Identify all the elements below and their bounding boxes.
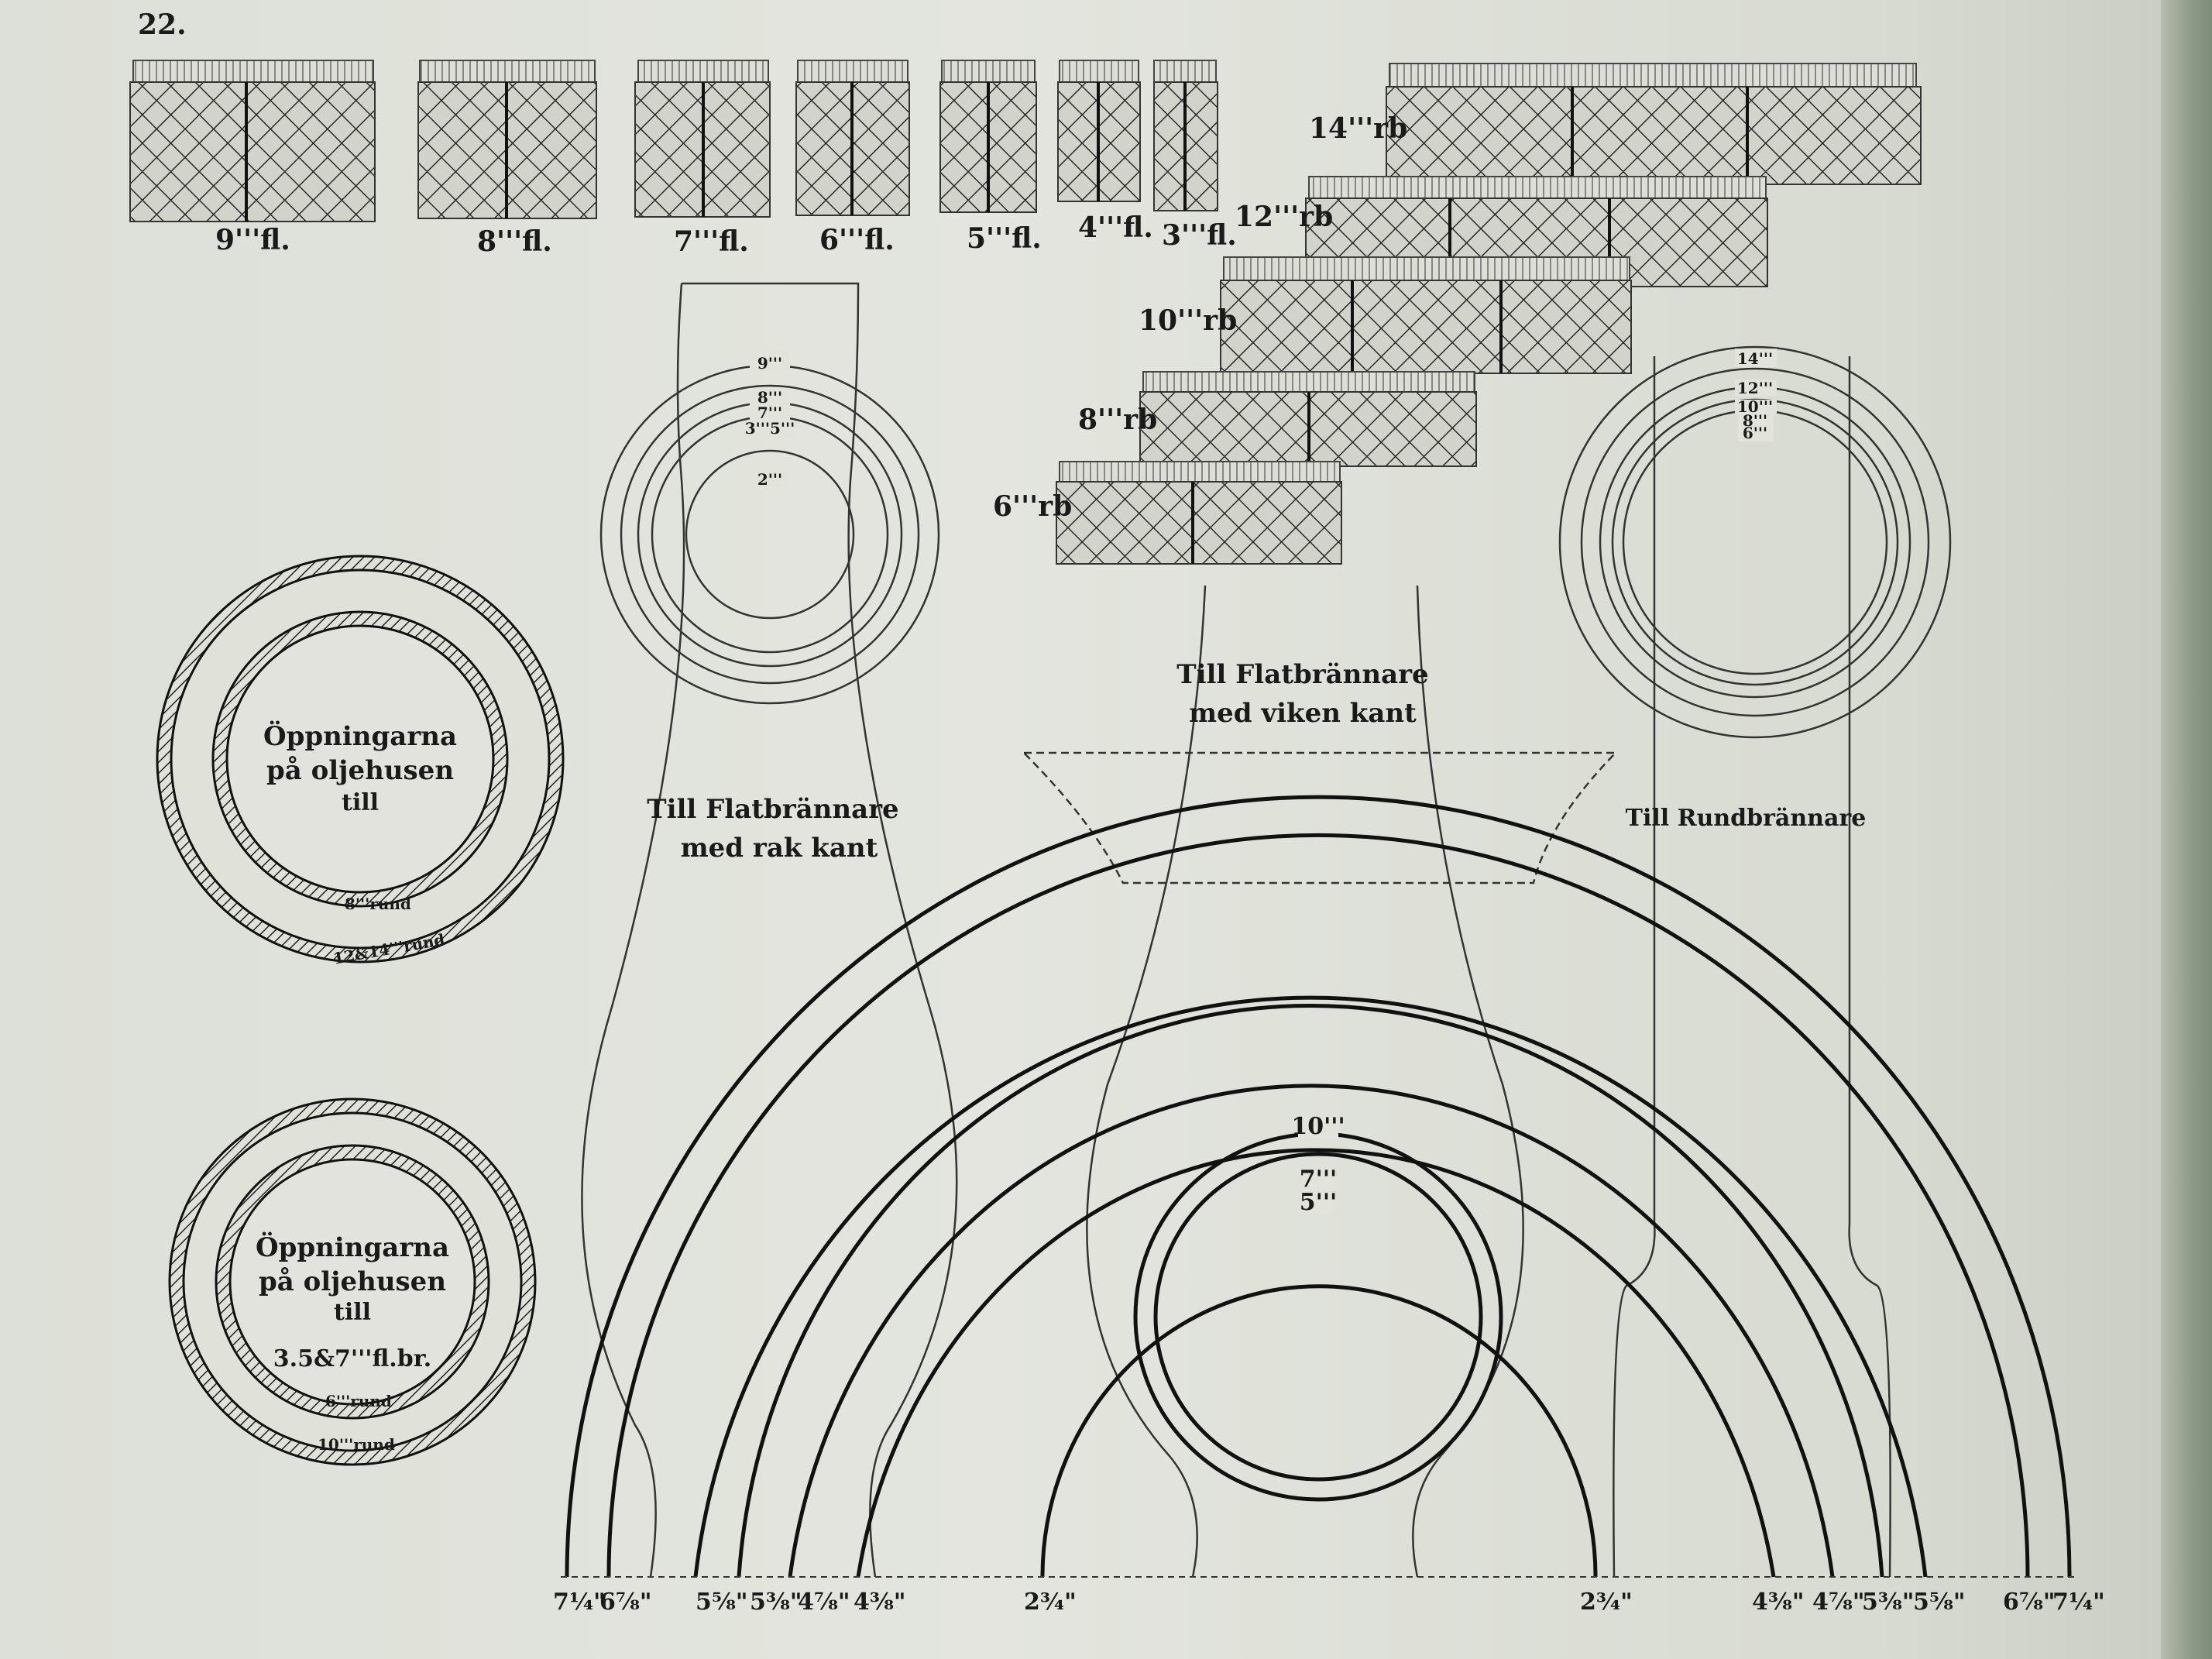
measure-1: 7¼" bbox=[553, 1589, 606, 1616]
gauge-bottom-inner-label: 6'''rund bbox=[325, 1392, 392, 1410]
rund-caption: Till Rundbrännare bbox=[1626, 805, 1867, 832]
flat-wick-8-label: 8'''fl. bbox=[477, 225, 552, 258]
round-wick-6: 6'''rb bbox=[993, 461, 1342, 565]
flat-wick-4: 4'''fl. bbox=[1057, 60, 1153, 244]
round-wick-12-label: 12'''rb bbox=[1235, 201, 1333, 233]
flat-wick-7-label: 7'''fl. bbox=[674, 225, 749, 258]
measure-12: 5⅝" bbox=[1913, 1589, 1966, 1616]
rund-size-8: 8''' bbox=[1743, 411, 1767, 430]
flat-wick-5: 5'''fl. bbox=[939, 60, 1042, 255]
flat-wick-7: 7'''fl. bbox=[634, 60, 771, 258]
round-wick-6-label: 6'''rb bbox=[993, 490, 1072, 523]
measure-8: 2¾" bbox=[1580, 1589, 1633, 1616]
round-wick-10: 10'''rb bbox=[1139, 256, 1632, 374]
chimney-rundbrannare bbox=[1558, 345, 1952, 1578]
gauge-top-inner-label: 8'''rund bbox=[345, 895, 411, 913]
round-wick-8: 8'''rb bbox=[1078, 371, 1477, 467]
flat-wick-9: 9'''fl. bbox=[129, 60, 376, 256]
rund-size-14: 14''' bbox=[1737, 349, 1773, 368]
flat-wick-5-label: 5'''fl. bbox=[967, 222, 1042, 255]
rak-size-2: 2''' bbox=[757, 470, 782, 489]
flat-wick-6: 6'''fl. bbox=[795, 60, 910, 256]
rak-size-8: 8''' bbox=[757, 388, 782, 407]
measure-3: 5⅝" bbox=[696, 1589, 748, 1616]
round-wick-10-label: 10'''rb bbox=[1139, 304, 1237, 337]
measure-4: 5⅜" bbox=[750, 1589, 802, 1616]
rund-size-10: 10''' bbox=[1737, 397, 1773, 416]
rund-size-12: 12''' bbox=[1737, 379, 1773, 397]
gauge-bottom-line3: till bbox=[334, 1299, 371, 1326]
gauge-top-line1: Öppningarna bbox=[263, 720, 457, 752]
flat-wick-4-label: 4'''fl. bbox=[1078, 211, 1153, 244]
measure-14: 7¼" bbox=[2052, 1589, 2105, 1616]
arc-size-5: 5''' bbox=[1300, 1189, 1337, 1216]
round-wick-14-label: 14'''rb bbox=[1309, 112, 1407, 145]
gauge-bottom-line1: Öppningarna bbox=[256, 1231, 449, 1263]
gauge-bottom-line2: på oljehusen bbox=[259, 1266, 446, 1297]
arc-size-labels: 10''' 7''' 5''' bbox=[1291, 1113, 1345, 1216]
gauge-top-line3: till bbox=[342, 789, 379, 816]
rak-caption-2: med rak kant bbox=[681, 833, 878, 864]
chimney-viken-caption: Till Flatbrännare med viken kant bbox=[1176, 659, 1428, 729]
measure-5: 4⅞" bbox=[798, 1589, 850, 1616]
measure-13: 6⅞" bbox=[2003, 1589, 2056, 1616]
gauge-bottom: Öppningarna på oljehusen till 3.5&7'''fl… bbox=[168, 1097, 537, 1466]
page-number: 22. bbox=[138, 9, 187, 41]
flat-wick-3: 3'''fl. bbox=[1153, 60, 1237, 252]
flat-wick-8: 8'''fl. bbox=[417, 60, 597, 258]
chimney-viken-kant bbox=[1021, 585, 1618, 1578]
viken-caption-2: med viken kant bbox=[1189, 698, 1417, 729]
measure-7: 2¾" bbox=[1024, 1589, 1077, 1616]
chimney-rak-kant bbox=[581, 282, 958, 1578]
flat-wick-9-label: 9'''fl. bbox=[215, 224, 290, 256]
book-spine bbox=[2161, 0, 2212, 1659]
gauge-bottom-outer-label: 10'''rund bbox=[318, 1435, 395, 1454]
measure-6: 4⅜" bbox=[854, 1589, 906, 1616]
flat-wick-3-label: 3'''fl. bbox=[1162, 219, 1237, 252]
flat-wick-6-label: 6'''fl. bbox=[819, 224, 895, 256]
measure-2: 6⅞" bbox=[599, 1589, 652, 1616]
measure-9: 4⅜" bbox=[1752, 1589, 1805, 1616]
gauge-top: Öppningarna på oljehusen till 8'''rund 1… bbox=[156, 555, 565, 968]
round-wick-14: 14'''rb bbox=[1309, 63, 1922, 185]
rund-size-6: 6''' bbox=[1743, 424, 1767, 442]
arc-size-10: 10''' bbox=[1291, 1113, 1345, 1140]
rak-caption-1: Till Flatbrännare bbox=[647, 794, 898, 825]
arc-size-7: 7''' bbox=[1300, 1166, 1337, 1193]
measure-11: 5⅜" bbox=[1862, 1589, 1915, 1616]
bottom-measures: 7¼" 6⅞" 5⅝" 5⅜" 4⅞" 4⅜" 2¾" 2¾" 4⅜" 4⅞" … bbox=[553, 1589, 2105, 1616]
chimney-rak-sizes: 9''' 8''' 7''' 3'''5''' 2''' Till Flatbr… bbox=[647, 352, 899, 864]
measure-10: 4⅞" bbox=[1812, 1589, 1865, 1616]
chimney-rund-sizes: 14''' 12''' 10''' 8''' 6''' Till Rundbrä… bbox=[1626, 349, 1867, 832]
rak-size-9: 9''' bbox=[757, 354, 782, 373]
rak-size-7: 7''' bbox=[757, 404, 782, 422]
round-wick-8-label: 8'''rb bbox=[1078, 404, 1157, 436]
rak-size-3-5: 3'''5''' bbox=[745, 419, 795, 438]
gauge-bottom-line4: 3.5&7'''fl.br. bbox=[273, 1345, 431, 1372]
gauge-top-line2: på oljehusen bbox=[266, 755, 454, 786]
viken-caption-1: Till Flatbrännare bbox=[1176, 659, 1428, 690]
